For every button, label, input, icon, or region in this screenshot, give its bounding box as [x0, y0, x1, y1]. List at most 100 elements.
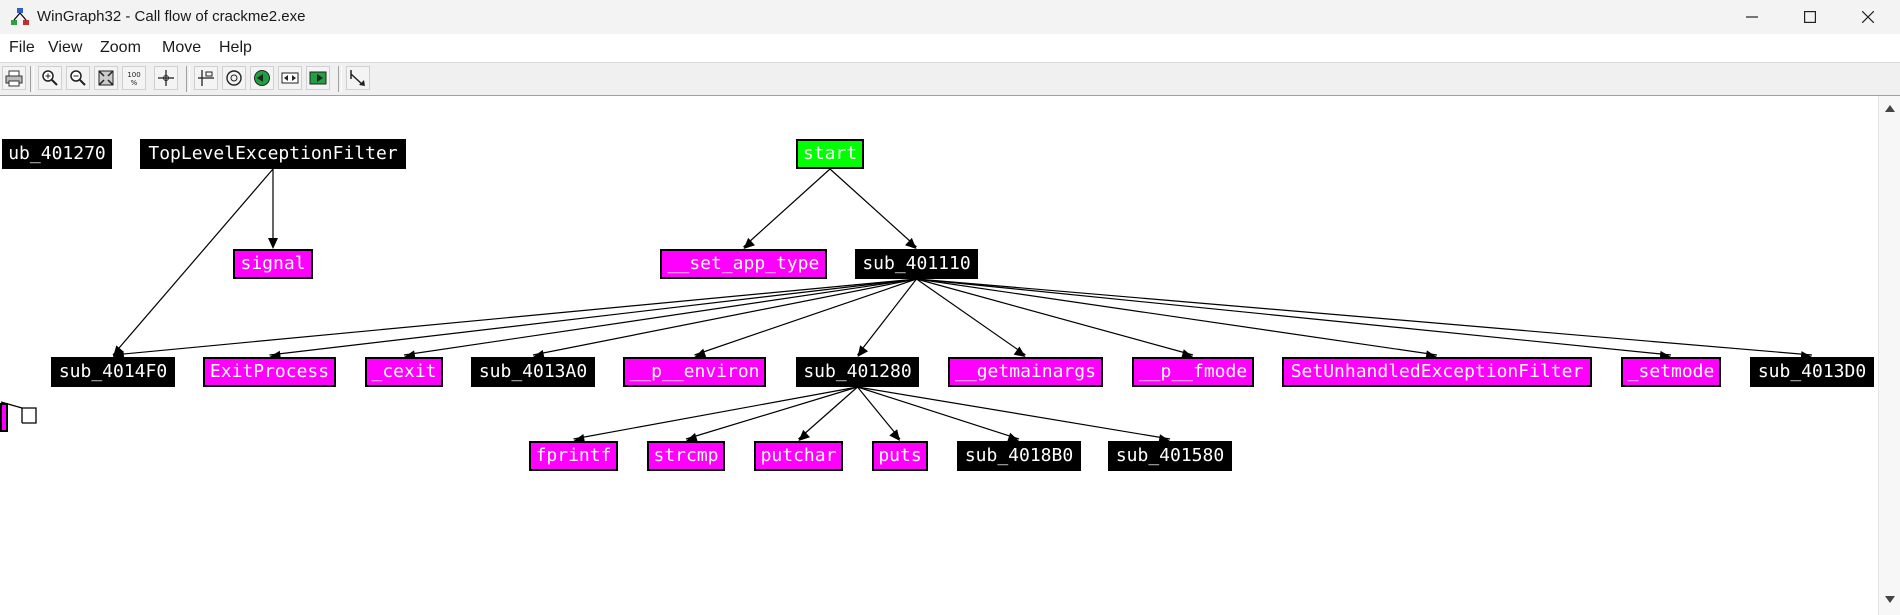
node-cexit[interactable]: _cexit: [365, 357, 443, 387]
node-sub-4018b0[interactable]: sub_4018B0: [957, 441, 1081, 471]
arrowhead-n_p_fmode: [1181, 349, 1193, 359]
zoom-in-icon: [42, 70, 58, 86]
print-icon: [5, 70, 23, 87]
zoom-out-icon: [70, 70, 86, 86]
menu-help[interactable]: Help: [219, 39, 252, 56]
edge-n_sub_401280-n_puts: [857, 386, 901, 440]
edge-n_sub_401110-n_p_environ: [694, 278, 917, 356]
nav-right-icon: [309, 71, 327, 85]
layout-button[interactable]: [194, 66, 218, 90]
arrowhead-n_putchar: [798, 429, 810, 441]
title-bar: WinGraph32 - Call flow of crackme2.exe: [0, 0, 1900, 34]
maximize-icon: [1804, 11, 1816, 23]
menu-move[interactable]: Move: [162, 39, 202, 56]
minimize-button[interactable]: [1723, 0, 1781, 34]
maximize-button[interactable]: [1781, 0, 1839, 34]
node-sub-4013d0[interactable]: sub_4013D0: [1750, 357, 1874, 387]
node-exitprocess[interactable]: ExitProcess: [203, 357, 336, 387]
clipped-node: [0, 401, 37, 432]
center-icon: [158, 70, 174, 86]
arrowhead-n_set_app_type: [743, 237, 755, 249]
arrowhead-n_puts: [889, 429, 900, 441]
edge-n_sub_401110-n_sef: [916, 278, 1438, 356]
arrowhead-n_signal: [268, 238, 278, 249]
pointer-button[interactable]: [346, 66, 370, 90]
edge-n_sub_401110-n_setmode: [916, 278, 1672, 356]
minimize-icon: [1746, 16, 1758, 18]
edge-n_start-n_sub_401110: [829, 168, 917, 248]
svg-text:100: 100: [127, 71, 140, 79]
svg-text:%: %: [131, 79, 138, 87]
fit-window-icon: [98, 70, 114, 86]
node-set-app-type[interactable]: __set_app_type: [660, 249, 827, 279]
rotate-icon: [226, 70, 242, 86]
arrowhead-n_getmainargs: [1013, 346, 1026, 357]
node-setmode[interactable]: _setmode: [1621, 357, 1721, 387]
nav-left-button[interactable]: [250, 66, 274, 90]
node-putchar[interactable]: putchar: [754, 441, 843, 471]
node-sub-4014f0[interactable]: sub_4014F0: [51, 357, 175, 387]
arrowhead-n_sub_401280: [857, 345, 869, 357]
scroll-down-icon[interactable]: [1884, 594, 1896, 604]
fit-window-button[interactable]: [94, 66, 118, 90]
edge-n_start-n_set_app_type: [743, 168, 831, 248]
node-start[interactable]: start: [796, 139, 864, 169]
edge-n_sub_401110-n_sub_4014F0: [112, 278, 917, 356]
nav-right-button[interactable]: [306, 66, 330, 90]
nav-expand-icon: [281, 72, 299, 84]
node-strcmp[interactable]: strcmp: [647, 441, 725, 471]
node-p-environ[interactable]: __p__environ: [623, 357, 766, 387]
edge-n_sub_401110-n_sub_4013D0: [916, 278, 1813, 356]
node-puts[interactable]: puts: [872, 441, 928, 471]
edge-n_sub_401280-n_fprintf: [573, 386, 858, 440]
center-button[interactable]: [154, 66, 178, 90]
edge-n_sub_401110-n_cexit: [403, 278, 917, 356]
window-title: WinGraph32 - Call flow of crackme2.exe: [37, 8, 306, 25]
menu-zoom[interactable]: Zoom: [100, 39, 141, 56]
edge-n_sub_401110-n_p_fmode: [916, 278, 1194, 356]
node-sub-401580[interactable]: sub_401580: [1108, 441, 1232, 471]
edge-n_sub_401110-n_getmainargs: [916, 278, 1026, 356]
edge-n_sub_401280-n_sub_4018B0: [857, 386, 1020, 440]
zoom-in-button[interactable]: [38, 66, 62, 90]
edge-n_sub_401110-n_exitprocess: [269, 278, 917, 356]
arrowhead-n_sub_4014F0: [113, 345, 124, 357]
scroll-up-icon[interactable]: [1884, 104, 1896, 114]
toolbar: 100 %: [0, 63, 1900, 96]
rotate-button[interactable]: [222, 66, 246, 90]
layout-icon: [198, 70, 214, 86]
close-icon: [1862, 11, 1874, 23]
node-sub-401110[interactable]: sub_401110: [855, 249, 978, 279]
arrowhead-n_strcmp: [686, 432, 698, 443]
edge-n_sub_401280-n_putchar: [798, 386, 858, 440]
nav-expand-button[interactable]: [278, 66, 302, 90]
call-edges: [112, 168, 1813, 445]
print-button[interactable]: [2, 66, 26, 90]
edge-n_sub_401280-n_strcmp: [685, 386, 858, 440]
node-p-fmode[interactable]: __p__fmode: [1132, 357, 1254, 387]
menu-file[interactable]: File: [9, 39, 35, 56]
node-sub-401280[interactable]: sub_401280: [796, 357, 919, 387]
close-button[interactable]: [1839, 0, 1897, 34]
edge-n_sub_401280-n_sub_401580: [857, 386, 1171, 440]
node-signal[interactable]: signal: [233, 249, 313, 279]
vertical-scrollbar[interactable]: [1878, 96, 1900, 615]
node-setunhandledexceptionfilter[interactable]: SetUnhandledExceptionFilter: [1282, 357, 1592, 387]
edge-n_sub_401110-n_sub_4013A0: [532, 278, 917, 356]
edge-n_sub_401110-n_sub_401280: [857, 278, 917, 356]
zoom-100-icon: 100 %: [127, 71, 140, 87]
nav-left-icon: [254, 70, 270, 86]
node-toplevelexceptionfilter[interactable]: TopLevelExceptionFilter: [140, 139, 406, 169]
node-sub-4013a0[interactable]: sub_4013A0: [471, 357, 595, 387]
zoom-100-button[interactable]: 100 %: [122, 66, 146, 90]
arrowhead-n_p_environ: [694, 348, 707, 359]
graph-canvas[interactable]: ub_401270 TopLevelExceptionFilter start …: [0, 96, 1878, 615]
node-getmainargs[interactable]: __getmainargs: [948, 357, 1103, 387]
pointer-icon: [350, 70, 365, 86]
wingraph-icon: [10, 7, 30, 27]
zoom-out-button[interactable]: [66, 66, 90, 90]
arrowhead-n_sub_4018B0: [1006, 432, 1019, 443]
node-fprintf[interactable]: fprintf: [529, 441, 618, 471]
node-sub-401270[interactable]: ub_401270: [2, 139, 112, 169]
menu-view[interactable]: View: [48, 39, 83, 56]
